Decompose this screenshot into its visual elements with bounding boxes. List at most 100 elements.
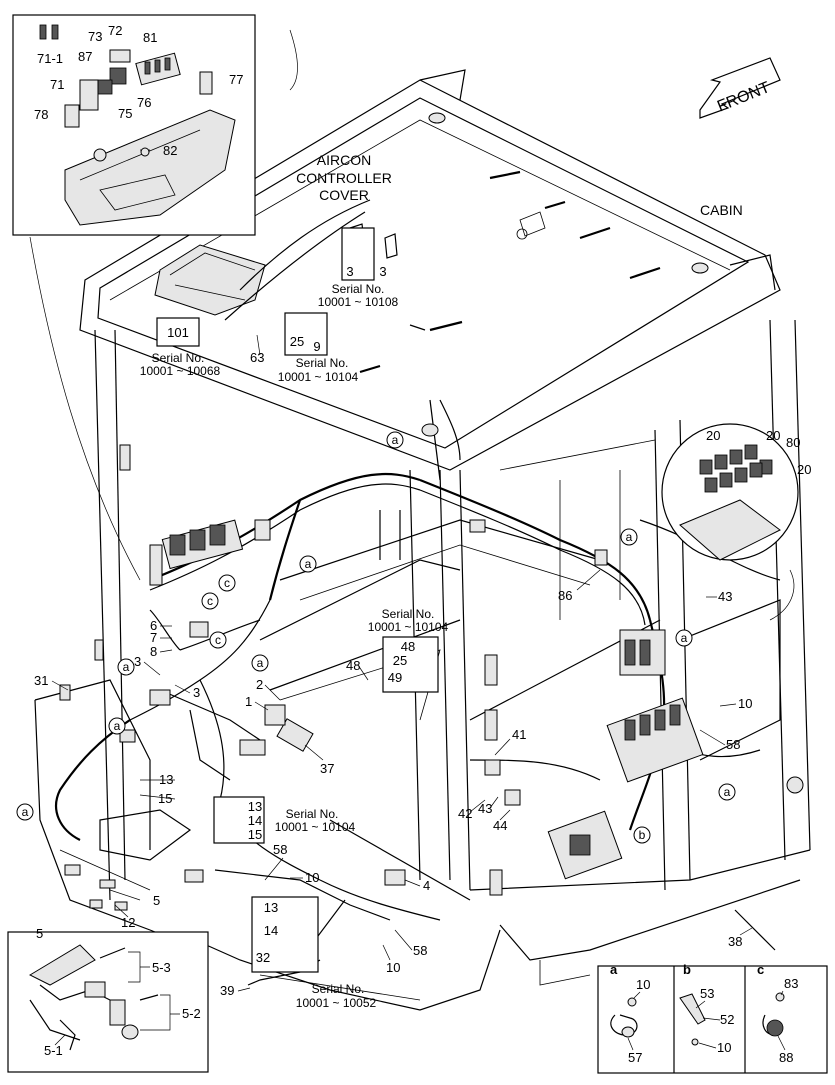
- svg-text:a: a: [681, 631, 688, 645]
- callout-a-4: a: [675, 629, 693, 647]
- part-a-57: 57: [628, 1050, 642, 1065]
- pedal-inset: 5: [7, 926, 209, 1073]
- part-5-1: 5-1: [44, 1043, 63, 1058]
- pedal-part-labels: 5-3 5-2 5-1: [44, 951, 201, 1058]
- part-6: 6: [150, 618, 157, 633]
- svg-text:b: b: [639, 828, 646, 842]
- callout-a-9: a: [718, 783, 736, 801]
- svg-text:c: c: [215, 633, 221, 647]
- serial-10108: 10001 ~ 10108: [318, 295, 399, 309]
- part-b-53: 53: [700, 986, 714, 1001]
- part-3b: 3: [379, 264, 386, 279]
- part-10b: 10: [305, 870, 319, 885]
- part-14b: 14: [264, 923, 278, 938]
- part-10a: 10: [738, 696, 752, 711]
- harness-components: [59, 324, 776, 986]
- front-arrow: FRONT: [699, 57, 781, 119]
- svg-text:a: a: [22, 805, 29, 819]
- console-inset: [12, 14, 256, 236]
- svg-text:a: a: [724, 785, 731, 799]
- part-b-10: 10: [717, 1040, 731, 1055]
- callout-a-7: a: [108, 717, 126, 735]
- part-a-10: 10: [636, 977, 650, 992]
- part-58a: 58: [726, 737, 740, 752]
- callout-c-3: c: [209, 631, 227, 649]
- svg-text:c: c: [207, 594, 213, 608]
- serial-10068: 10001 ~ 10068: [140, 364, 221, 378]
- detail-boxes: a b c: [597, 962, 828, 1074]
- svg-text:a: a: [123, 660, 130, 674]
- part-73: 73: [88, 29, 102, 44]
- part-14a: 14: [248, 813, 262, 828]
- serial-note-13-15: 13 14 15 Serial No. 10001 ~ 10104: [213, 796, 356, 844]
- callout-a-3: a: [620, 528, 638, 546]
- part-5: 5: [153, 893, 160, 908]
- part-15a: 15: [158, 791, 172, 806]
- aircon-controller: [154, 199, 398, 321]
- callout-a-6: a: [117, 658, 135, 676]
- part-43a: 43: [718, 589, 732, 604]
- part-48a: 48: [401, 639, 415, 654]
- serial-10052: 10001 ~ 10052: [296, 996, 377, 1010]
- serial-10104c: 10001 ~ 10104: [275, 820, 356, 834]
- aircon-line-1: AIRCON: [317, 152, 371, 168]
- part-20a: 20: [706, 428, 720, 443]
- part-86: 86: [558, 588, 572, 603]
- callout-c-2: c: [201, 592, 219, 610]
- part-58b: 58: [273, 842, 287, 857]
- part-71-1: 71-1: [37, 51, 63, 66]
- part-13c: 13: [264, 900, 278, 915]
- svg-text:a: a: [305, 557, 312, 571]
- part-48b: 48: [346, 658, 360, 673]
- leader-lines: [51, 334, 753, 992]
- serial-title-2: Serial No.: [152, 351, 205, 365]
- relay-part-labels: 20 20 80 20: [706, 428, 811, 477]
- svg-text:a: a: [114, 719, 121, 733]
- relay-inset: [661, 423, 799, 621]
- svg-text:a: a: [257, 656, 264, 670]
- serial-note-101: 101 Serial No. 10001 ~ 10068: [140, 317, 221, 378]
- aircon-line-3: COVER: [319, 187, 369, 203]
- part-31: 31: [34, 673, 48, 688]
- part-25a: 25: [290, 334, 304, 349]
- part-20b: 20: [766, 428, 780, 443]
- part-25b: 25: [393, 653, 407, 668]
- part-38: 38: [728, 934, 742, 949]
- part-3a: 3: [346, 264, 353, 279]
- console-part-labels: 71-1 73 72 81 87 71 77 78 76 75 82: [34, 23, 243, 158]
- part-3d: 3: [193, 685, 200, 700]
- part-71: 71: [50, 77, 64, 92]
- part-13a: 13: [159, 772, 173, 787]
- detail-c-title: c: [757, 962, 764, 977]
- part-32: 32: [256, 950, 270, 965]
- part-77: 77: [229, 72, 243, 87]
- serial-title-5: Serial No.: [286, 807, 339, 821]
- detail-a-title: a: [610, 962, 618, 977]
- part-1: 1: [245, 694, 252, 709]
- part-b-52: 52: [720, 1012, 734, 1027]
- part-44: 44: [493, 818, 507, 833]
- part-4: 4: [423, 878, 430, 893]
- part-87: 87: [78, 49, 92, 64]
- cabin-label: CABIN: [700, 202, 743, 218]
- callout-a-8: a: [16, 803, 34, 821]
- part-12: 12: [121, 915, 135, 930]
- callout-a-1: a: [386, 431, 404, 449]
- wire-harness: [55, 399, 781, 921]
- part-15b: 15: [248, 827, 262, 842]
- serial-10104a: 10001 ~ 10104: [278, 370, 359, 384]
- part-20c: 20: [797, 462, 811, 477]
- part-82: 82: [163, 143, 177, 158]
- serial-note-48: Serial No. 10001 ~ 10104 48 25 49: [368, 607, 449, 693]
- part-5-2: 5-2: [182, 1006, 201, 1021]
- inset-5-title: 5: [36, 926, 43, 941]
- part-39: 39: [220, 983, 234, 998]
- part-101: 101: [167, 325, 189, 340]
- callout-c-1: c: [218, 574, 236, 592]
- serial-note-3: 3 3 Serial No. 10001 ~ 10108: [318, 227, 399, 309]
- serial-title-3: Serial No.: [296, 356, 349, 370]
- part-10c: 10: [386, 960, 400, 975]
- serial-title-6: Serial No.: [312, 982, 365, 996]
